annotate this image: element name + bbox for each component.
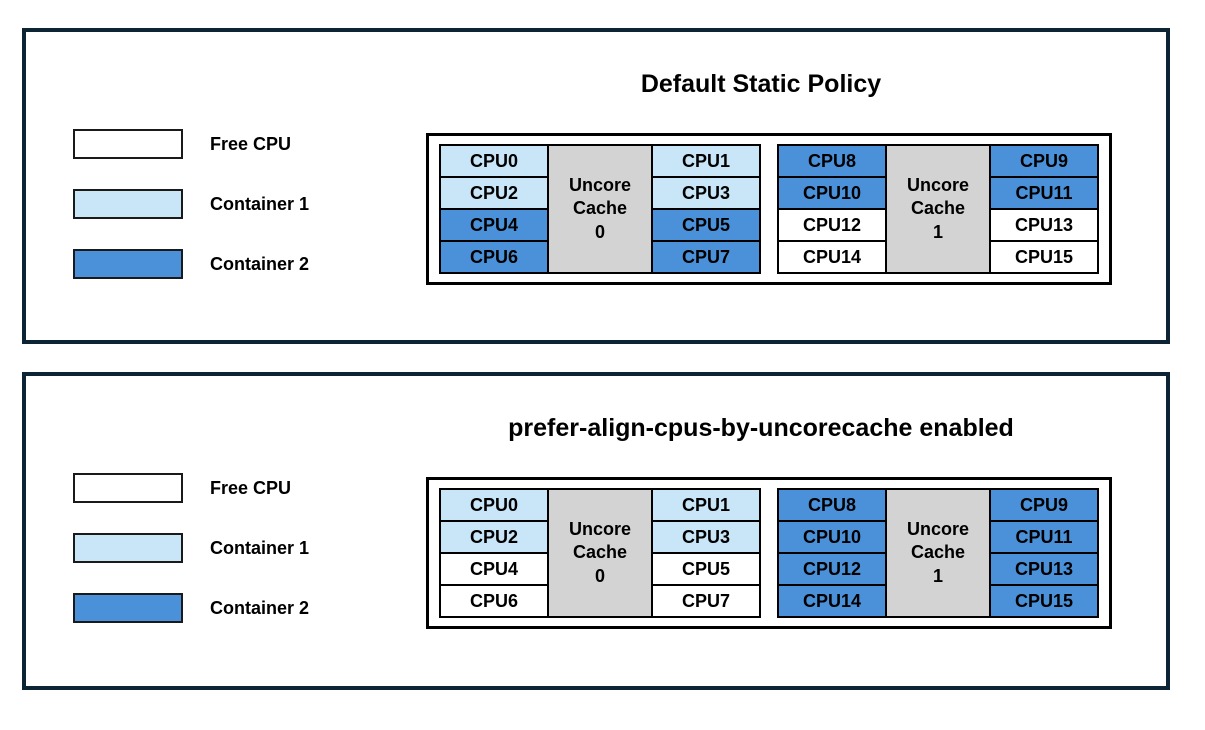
- cpu-cell-cpu9: CPU9: [989, 488, 1099, 522]
- uncore-cache-label-line: 1: [932, 565, 943, 586]
- legend-swatch-free_cpu: [73, 129, 183, 159]
- cpu-cell-cpu1: CPU1: [651, 144, 761, 178]
- legend-label: Container 2: [210, 253, 310, 274]
- legend-label: Free CPU: [210, 477, 292, 498]
- uncore-cache-label-line: Uncore: [906, 518, 969, 539]
- cpu-cell-cpu13: CPU13: [989, 208, 1099, 242]
- uncore-cache-label-line: Cache: [910, 198, 966, 219]
- cpu-cell-cpu5: CPU5: [651, 552, 761, 586]
- cpu-cell-cpu15: CPU15: [989, 240, 1099, 274]
- legend-swatch-container2: [73, 593, 183, 623]
- legend-item: Free CPU: [73, 473, 309, 503]
- uncore-cache-label-line: Uncore: [906, 174, 969, 195]
- cpu-cell-cpu4: CPU4: [439, 552, 549, 586]
- legend: Free CPU Container 1 Container 2: [73, 129, 309, 309]
- cpu-cell-cpu11: CPU11: [989, 520, 1099, 554]
- uncore-cache-label-line: 0: [594, 221, 605, 242]
- legend-item: Free CPU: [73, 129, 309, 159]
- cpu-cell-cpu1: CPU1: [651, 488, 761, 522]
- cpu-cell-cpu2: CPU2: [439, 176, 549, 210]
- panel-prefer-align-cpus-by-uncorecache: prefer-align-cpus-by-uncorecache enabled…: [22, 372, 1170, 690]
- uncore-cache-label-line: Uncore: [568, 518, 631, 539]
- cpu-cell-cpu10: CPU10: [777, 176, 887, 210]
- cpu-cell-cpu2: CPU2: [439, 520, 549, 554]
- panel-title: Default Static Policy: [640, 70, 882, 98]
- cpu-cell-cpu0: CPU0: [439, 488, 549, 522]
- legend-label: Container 1: [210, 537, 310, 558]
- cpu-cell-cpu0: CPU0: [439, 144, 549, 178]
- legend-label: Free CPU: [210, 133, 292, 154]
- legend-item: Container 2: [73, 249, 309, 279]
- legend-swatch-container1: [73, 533, 183, 563]
- cpu-cell-cpu14: CPU14: [777, 240, 887, 274]
- uncore-cache-label-line: Cache: [910, 542, 966, 563]
- cpu-cell-cpu7: CPU7: [651, 584, 761, 618]
- cpu-cell-cpu4: CPU4: [439, 208, 549, 242]
- legend-swatch-container2: [73, 249, 183, 279]
- legend-swatch-free_cpu: [73, 473, 183, 503]
- uncore-cache-label-line: Cache: [572, 198, 628, 219]
- cpu-cell-cpu13: CPU13: [989, 552, 1099, 586]
- cpu-cell-cpu15: CPU15: [989, 584, 1099, 618]
- uncore-cache-label-line: 1: [932, 221, 943, 242]
- legend-swatch-container1: [73, 189, 183, 219]
- uncore-cache-label-line: 0: [594, 565, 605, 586]
- cpu-cell-cpu3: CPU3: [651, 176, 761, 210]
- panel-title: prefer-align-cpus-by-uncorecache enabled: [508, 414, 1014, 442]
- cpu-cell-cpu14: CPU14: [777, 584, 887, 618]
- cpu-cell-cpu10: CPU10: [777, 520, 887, 554]
- legend-item: Container 2: [73, 593, 309, 623]
- cpu-cell-cpu8: CPU8: [777, 144, 887, 178]
- cpu-cell-cpu11: CPU11: [989, 176, 1099, 210]
- legend-item: Container 1: [73, 533, 309, 563]
- cpu-cell-cpu6: CPU6: [439, 584, 549, 618]
- cpu-cell-cpu3: CPU3: [651, 520, 761, 554]
- cpu-cell-cpu7: CPU7: [651, 240, 761, 274]
- cpu-cell-cpu9: CPU9: [989, 144, 1099, 178]
- legend-label: Container 1: [210, 193, 310, 214]
- uncore-cache-label-line: Uncore: [568, 174, 631, 195]
- legend-label: Container 2: [210, 597, 310, 618]
- panel-default-static-policy: Default Static Policy Free CPU Container …: [22, 28, 1170, 344]
- uncore-cache-label-line: Cache: [572, 542, 628, 563]
- cpu-cell-cpu12: CPU12: [777, 208, 887, 242]
- cpu-cell-cpu6: CPU6: [439, 240, 549, 274]
- cpu-cell-cpu5: CPU5: [651, 208, 761, 242]
- cpu-cell-cpu12: CPU12: [777, 552, 887, 586]
- cpu-cell-cpu8: CPU8: [777, 488, 887, 522]
- legend: Free CPU Container 1 Container 2: [73, 473, 309, 653]
- legend-item: Container 1: [73, 189, 309, 219]
